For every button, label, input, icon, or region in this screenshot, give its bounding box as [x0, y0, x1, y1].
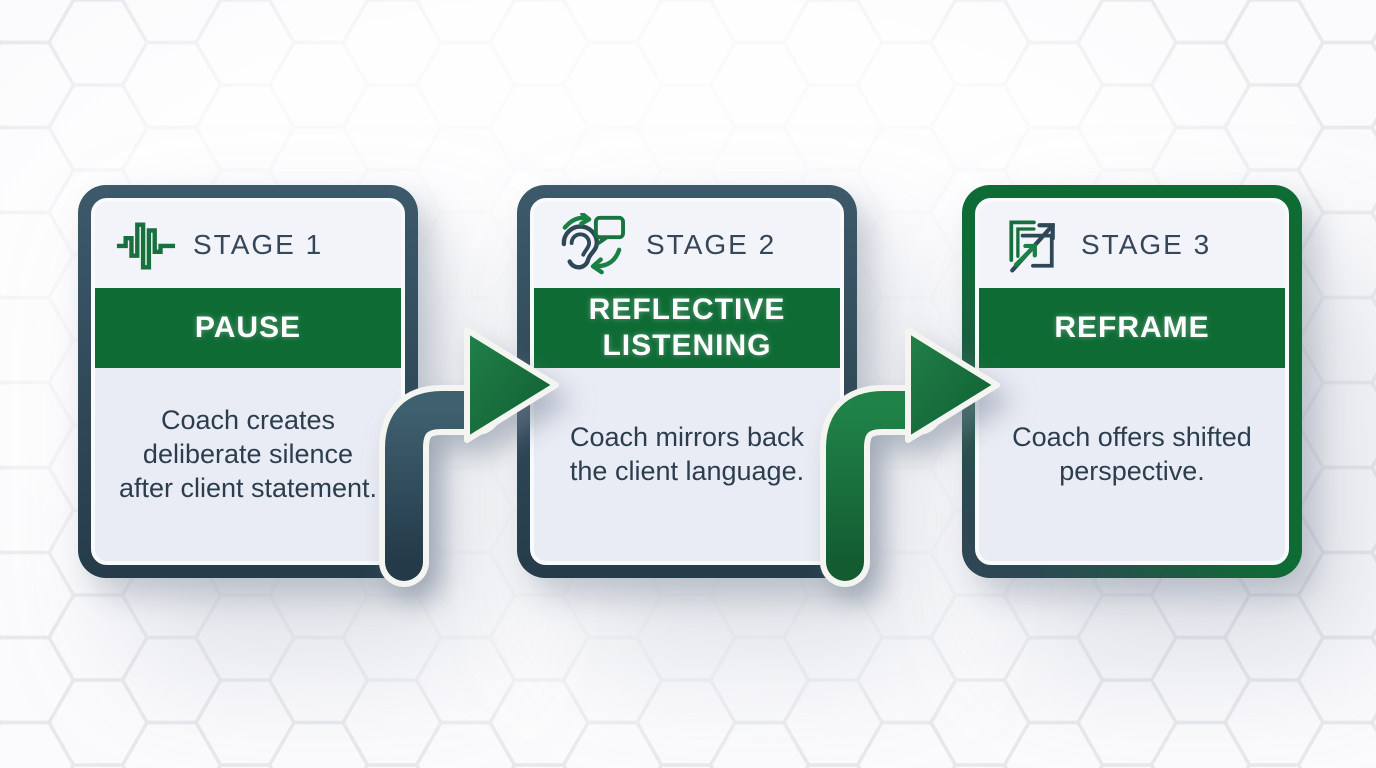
- stage-1-header: STAGE 1: [95, 202, 401, 288]
- stage-card-3-inner: STAGE 3 REFRAME Coach offers shifted per…: [975, 198, 1289, 565]
- reframe-icon: [1009, 220, 1055, 273]
- stage-title-band: REFLECTIVE LISTENING: [534, 288, 840, 368]
- stage-description: Coach mirrors back the client language.: [569, 421, 805, 486]
- stage-card-1-inner: STAGE 1 PAUSE Coach creates deliberate s…: [91, 198, 405, 565]
- waveform-icon: [116, 222, 176, 270]
- stage-2-header: STAGE 2: [534, 202, 840, 288]
- stage-card-2-inner: STAGE 2 REFLECTIVE LISTENING Coach mirro…: [530, 198, 844, 565]
- stage-title-band: PAUSE: [95, 288, 401, 368]
- ear-listening-icon: [561, 213, 625, 275]
- stage-title: REFRAME: [1054, 311, 1210, 344]
- stage-title: PAUSE: [194, 311, 302, 344]
- stage-title-band: REFRAME: [979, 288, 1285, 368]
- stage-3-header: STAGE 3: [979, 202, 1285, 288]
- flow-arrow-1: [379, 327, 559, 587]
- stage-label: STAGE 3: [1081, 229, 1212, 260]
- stage-title: REFLECTIVE LISTENING: [588, 293, 786, 362]
- stage-description: Coach creates deliberate silence after c…: [118, 404, 378, 503]
- flow-arrow-2: [820, 327, 1000, 587]
- stage-description: Coach offers shifted perspective.: [1012, 421, 1252, 486]
- stage-label: STAGE 1: [193, 229, 324, 260]
- stage-card-1: STAGE 1 PAUSE Coach creates deliberate s…: [78, 185, 418, 578]
- stage-label: STAGE 2: [646, 229, 777, 260]
- stage-card-2: STAGE 2 REFLECTIVE LISTENING Coach mirro…: [517, 185, 857, 578]
- stage-card-3: STAGE 3 REFRAME Coach offers shifted per…: [962, 185, 1302, 578]
